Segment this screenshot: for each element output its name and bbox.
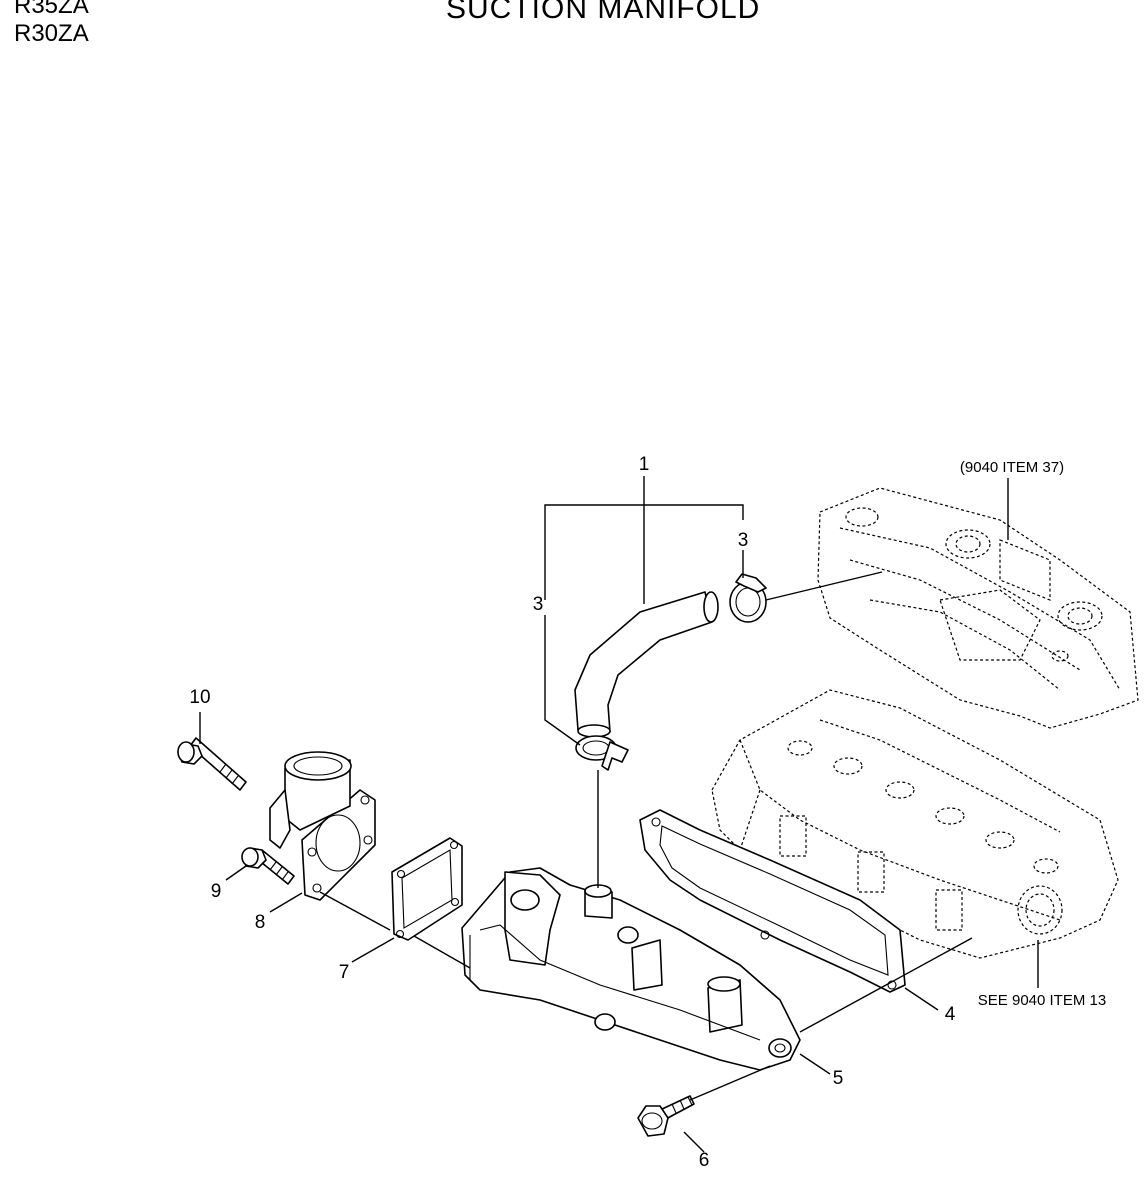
hose-clamp-lower: [575, 735, 629, 771]
callout-9: 9: [211, 881, 222, 902]
page-title: SUCTION MANIFOLD: [446, 0, 761, 25]
rocker-cover-reference-label: (9040 ITEM 37): [960, 459, 1064, 476]
hose-clamp-upper: [729, 573, 767, 623]
suction-manifold: [461, 867, 801, 1071]
callout-8: 8: [255, 912, 266, 933]
flange-gasket: [391, 837, 463, 941]
inlet-elbow: [269, 751, 376, 901]
bolt-10: [177, 737, 247, 791]
rocker-cover-reference: [817, 487, 1139, 729]
model-code-r30za: R30ZA: [14, 20, 89, 47]
callout-1: 1: [639, 454, 650, 475]
callout-3-left: 3: [533, 594, 544, 615]
callout-3-right: 3: [738, 530, 749, 551]
bolt-9: [241, 847, 295, 885]
leader-lines: [199, 476, 1039, 1153]
cylinder-head-reference-label: SEE 9040 ITEM 13: [978, 992, 1106, 1009]
bolt-6: [637, 1095, 695, 1137]
breather-hose: [574, 591, 719, 738]
callout-4: 4: [945, 1004, 956, 1025]
callout-7: 7: [339, 962, 350, 983]
callout-10: 10: [189, 687, 210, 708]
callout-5: 5: [833, 1068, 844, 1089]
callout-6: 6: [699, 1150, 710, 1171]
manifold-gasket: [639, 809, 906, 993]
model-code-r35za: R35ZA: [14, 0, 89, 19]
